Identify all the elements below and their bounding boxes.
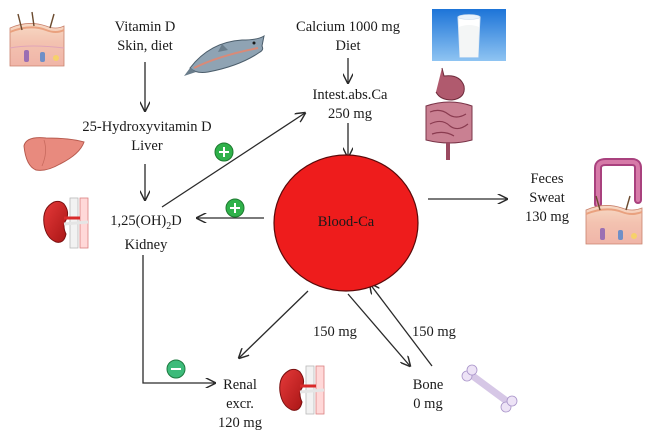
kidney-icon [43,197,89,249]
hydroxyvitamin-d-label: 25-Hydroxyvitamin D Liver [62,118,232,156]
plus-sign-intestine [214,142,234,162]
calcium-diet-line1: Calcium 1000 mg [296,19,400,35]
minus-sign-renal [166,359,186,379]
renal-excretion-label: Renal excr. 120 mg [208,376,272,433]
intestinal-absorption-line2: 250 mg [328,106,372,122]
plus-sign-calcitriol [225,198,245,218]
blood-ca-label: Blood-Ca [317,214,375,230]
arrow-blood-to-renal [239,290,309,358]
kidney-icon [279,365,325,415]
milk-glass-icon [432,9,506,61]
vitamin-d-line1: Vitamin D [114,19,176,35]
calcium-diet-line2: Diet [335,38,361,54]
calcitriol-prefix: 1,25(OH) [110,213,167,229]
arrow-calcitriol-to-intestine [161,113,305,208]
feces-sweat-amount: 130 mg [525,209,569,225]
salmon-fish-icon [184,34,265,76]
calcitriol-label: 1,25(OH)2D Kidney [92,212,200,255]
calcium-diet-label: Calcium 1000 mg Diet [283,18,413,56]
flow-to-bone-label: 150 mg [313,324,357,340]
intestinal-absorption-line1: Intest.abs.Ca [312,87,388,103]
sweat-line: Sweat [529,190,565,206]
liver-icon [23,137,85,171]
skin-layers-icon [585,195,643,245]
feces-sweat-label: Feces Sweat 130 mg [512,170,582,227]
vitamin-d-source-label: Vitamin D Skin, diet [95,18,195,56]
arrow-bone-to-blood [370,284,433,367]
colon-icon [594,158,642,208]
hydroxyvitamin-d-line2: Liver [131,138,163,154]
bone-icon [461,364,518,413]
calcitriol-subscript: 2 [166,220,172,232]
bone-line1: Bone [412,377,444,393]
hydroxyvitamin-d-line1: 25-Hydroxyvitamin D [82,119,212,135]
flow-from-bone-label: 150 mg [412,324,456,340]
blood-ca-circle [273,154,419,292]
digestive-tract-icon [425,67,473,160]
calcitriol-line2: Kidney [124,236,168,253]
feces-line: Feces [530,171,564,187]
calcitriol-formula: 1,25(OH)2D [92,212,200,236]
bone-label: Bone 0 mg [398,376,458,414]
renal-line2: excr. [226,396,254,412]
flow-arrows [143,58,507,383]
calcitriol-suffix: D [171,213,182,229]
renal-line1: Renal [223,377,257,393]
arrow-calcitriol-to-renal [142,255,215,383]
vitamin-d-line2: Skin, diet [117,38,173,54]
bone-amount: 0 mg [413,396,443,412]
skin-layers-icon [9,11,65,67]
intestinal-absorption-label: Intest.abs.Ca 250 mg [295,86,405,124]
arrow-blood-to-bone [347,293,410,366]
renal-amount: 120 mg [218,415,262,431]
